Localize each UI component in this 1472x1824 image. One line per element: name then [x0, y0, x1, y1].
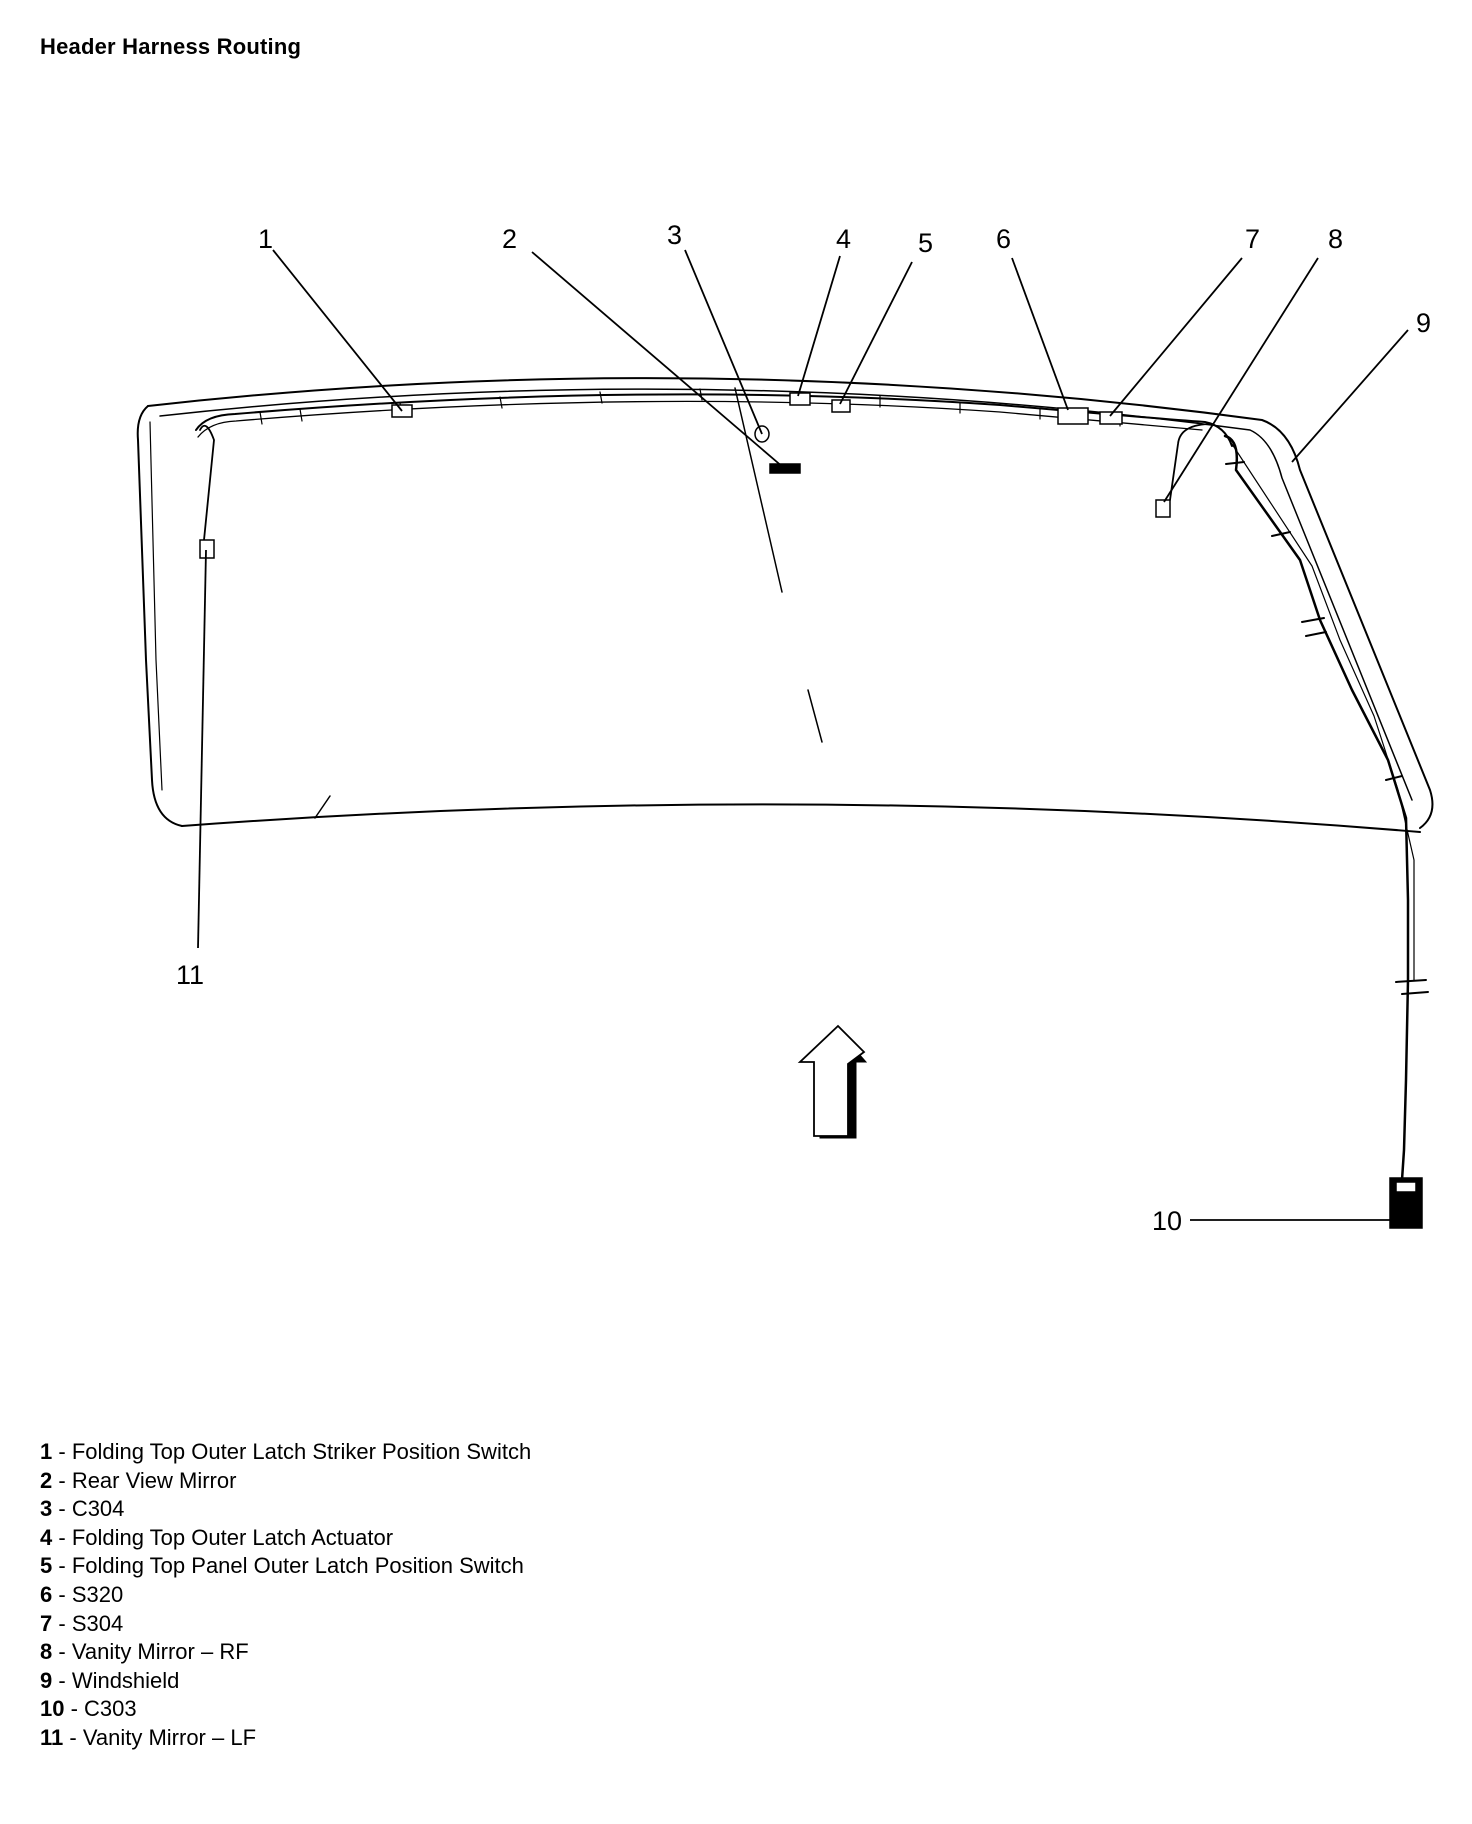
legend-text: C304 [71, 1496, 125, 1522]
splice-7 [1099, 411, 1123, 425]
legend-text: S304 [71, 1610, 124, 1636]
legend-separator: - [52, 1524, 72, 1550]
leader-lines [197, 249, 1409, 1221]
legend-separator: - [52, 1439, 72, 1464]
legend-item: 6 - S320 [40, 1581, 531, 1610]
callout-9: 9 [1416, 308, 1431, 338]
legend-number: 11 [40, 1724, 64, 1750]
connector-5 [831, 399, 851, 413]
legend-separator: - [64, 1696, 85, 1722]
legend-text: Folding Top Panel Outer Latch Position S… [71, 1553, 524, 1579]
callout-5: 5 [918, 228, 933, 258]
connector-11 [199, 539, 215, 559]
legend-text: Folding Top Outer Latch Striker Position… [71, 1439, 532, 1464]
legend-text: S320 [71, 1581, 124, 1607]
legend-separator: - [52, 1639, 72, 1665]
legend-item: 4 - Folding Top Outer Latch Actuator [40, 1524, 531, 1553]
legend-number: 4 [40, 1524, 53, 1550]
legend-text: Folding Top Outer Latch Actuator [71, 1524, 394, 1550]
legend-text: Vanity Mirror – LF [82, 1724, 257, 1750]
legend-item: 5 - Folding Top Panel Outer Latch Positi… [40, 1552, 531, 1581]
legend-number: 8 [40, 1639, 53, 1665]
legend-separator: - [52, 1553, 72, 1579]
legend-item: 10 - C303 [40, 1695, 531, 1724]
callout-2: 2 [502, 224, 517, 254]
legend: 1 - Folding Top Outer Latch Striker Posi… [40, 1438, 531, 1753]
legend-number: 5 [40, 1553, 53, 1579]
legend-item: 8 - Vanity Mirror – RF [40, 1638, 531, 1667]
callout-7: 7 [1245, 224, 1260, 254]
legend-separator: - [52, 1467, 72, 1493]
callout-11: 11 [176, 960, 204, 990]
legend-separator: - [52, 1496, 72, 1522]
legend-item: 3 - C304 [40, 1495, 531, 1524]
legend-item: 2 - Rear View Mirror [40, 1467, 531, 1496]
legend-text: Rear View Mirror [71, 1467, 237, 1493]
legend-number: 9 [40, 1667, 53, 1693]
legend-separator: - [52, 1667, 72, 1693]
legend-separator: - [52, 1581, 72, 1607]
legend-item: 9 - Windshield [40, 1667, 531, 1696]
connector-4 [789, 392, 811, 406]
legend-number: 3 [40, 1496, 53, 1522]
legend-item: 7 - S304 [40, 1610, 531, 1639]
callout-1: 1 [258, 224, 273, 254]
legend-number: 7 [40, 1610, 53, 1636]
callout-numbers: 1 2 3 4 5 6 7 8 9 10 11 [176, 220, 1431, 1236]
callout-8: 8 [1328, 224, 1343, 254]
callout-3: 3 [667, 220, 682, 250]
legend-number: 6 [40, 1581, 53, 1607]
legend-number: 2 [40, 1467, 53, 1493]
legend-item: 1 - Folding Top Outer Latch Striker Posi… [40, 1438, 531, 1467]
splice-6 [1057, 407, 1089, 425]
harness-routing-diagram: 1 2 3 4 5 6 7 8 9 10 11 [136, 220, 1434, 1236]
legend-text: C303 [84, 1696, 137, 1722]
callout-4: 4 [836, 224, 851, 254]
rear-view-mirror-connector [769, 463, 801, 474]
callout-10: 10 [1152, 1206, 1182, 1236]
page-title: Header Harness Routing [40, 34, 302, 59]
connector-10-latch [1395, 1181, 1417, 1193]
header-harness [195, 388, 1429, 1182]
legend-number: 10 [40, 1696, 65, 1722]
connector-8 [1155, 499, 1171, 518]
legend-text: Vanity Mirror – RF [71, 1639, 249, 1665]
legend-text: Windshield [71, 1667, 180, 1693]
legend-separator: - [63, 1724, 83, 1750]
callout-6: 6 [996, 224, 1011, 254]
legend-separator: - [52, 1610, 72, 1636]
connectors [199, 392, 1423, 1229]
legend-number: 1 [40, 1439, 53, 1464]
legend-item: 11 - Vanity Mirror – LF [40, 1724, 531, 1753]
forward-arrow-icon [797, 1024, 868, 1139]
windshield [136, 377, 1434, 833]
